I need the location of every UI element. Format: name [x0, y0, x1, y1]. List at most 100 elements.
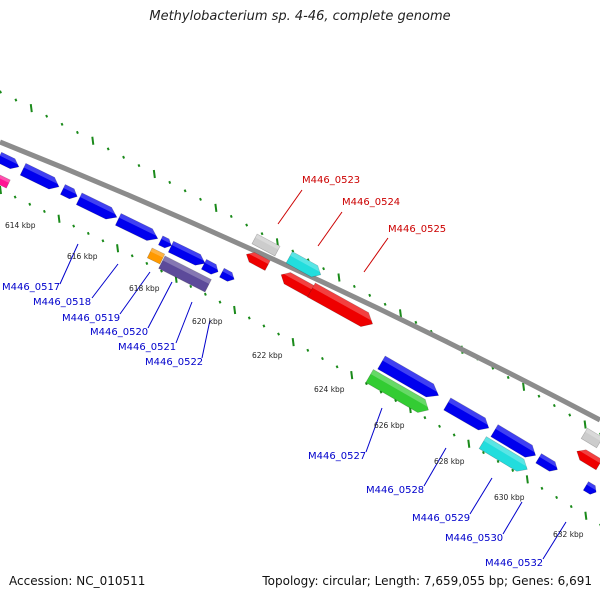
major-tick	[57, 214, 61, 223]
gene-leader-line	[175, 301, 193, 344]
gene-arrow-blue	[582, 481, 597, 495]
label-leader-lines	[59, 189, 567, 560]
minor-tick	[555, 495, 559, 500]
minor-tick	[379, 390, 383, 394]
gene-arrow-gray	[251, 233, 281, 257]
minor-tick	[137, 164, 141, 168]
minor-tick	[86, 231, 90, 235]
minor-tick	[438, 424, 441, 428]
gene-leader-line	[542, 521, 567, 560]
minor-tick	[72, 224, 76, 228]
minor-tick	[160, 269, 163, 273]
major-tick	[583, 420, 587, 429]
gene-leader-line	[363, 237, 389, 273]
gene-leader-line	[201, 319, 211, 359]
gene-arrow-shine	[539, 453, 559, 469]
gene-arrow-cyan	[478, 436, 528, 472]
gene-arrow-shine	[171, 241, 206, 262]
gene-label: M446_0519	[62, 313, 120, 324]
gene-arrow-shine	[255, 234, 281, 250]
major-tick	[233, 305, 237, 315]
gene-arrow-blue	[535, 453, 558, 472]
minor-tick	[306, 348, 310, 352]
gene-arrow-shine	[577, 449, 600, 464]
scale-label: 632 kbp	[553, 530, 584, 539]
minor-tick	[496, 459, 500, 464]
major-tick	[350, 371, 354, 380]
minor-tick	[569, 504, 573, 509]
gene-arrow-red	[246, 252, 271, 271]
gene-arrow-blue	[219, 267, 235, 282]
gene-label: M446_0523	[302, 175, 360, 186]
minor-tick	[42, 209, 46, 214]
minor-tick	[291, 249, 295, 253]
minor-tick	[45, 114, 49, 118]
scale-label: 614 kbp	[5, 221, 36, 230]
scale-label: 624 kbp	[314, 385, 345, 394]
minor-tick	[122, 155, 125, 159]
minor-tick	[423, 416, 427, 420]
minor-tick	[452, 433, 456, 437]
gene-arrow-blue	[200, 258, 219, 275]
minor-tick	[60, 122, 64, 126]
minor-tick	[130, 254, 134, 258]
minor-tick	[260, 232, 264, 236]
minor-tick	[145, 261, 149, 265]
gene-arrow-blue	[114, 213, 159, 241]
major-tick	[291, 338, 295, 347]
minor-tick	[106, 147, 110, 151]
gene-arrow-shine	[370, 369, 430, 409]
gene-label: M446_0532	[485, 558, 543, 569]
gene-arrow-shine	[79, 192, 118, 216]
gene-label: M446_0518	[33, 297, 91, 308]
major-tick	[152, 169, 156, 179]
minor-tick	[540, 486, 544, 490]
gene-leader-line	[277, 189, 303, 225]
gene-arrow-shine	[204, 259, 219, 271]
minor-tick	[511, 468, 515, 472]
minor-tick	[321, 356, 324, 361]
minor-tick	[552, 403, 556, 408]
scale-label: 626 kbp	[374, 421, 405, 430]
gene-leader-line	[469, 477, 493, 515]
minor-tick	[568, 413, 572, 417]
gene-arrow-blue	[377, 355, 440, 398]
gene-labels: M446_0517M446_0518M446_0519M446_0520M446…	[2, 175, 543, 569]
major-tick	[0, 185, 2, 195]
gene-arrow-shine	[150, 247, 165, 258]
gene-arrow-blue	[75, 192, 118, 220]
gene-arrow-shine	[290, 251, 322, 274]
map-title: Methylobacterium sp. 4-46, complete geno…	[149, 9, 451, 24]
minor-tick	[183, 189, 187, 193]
gene-label: M446_0529	[412, 513, 470, 524]
minor-tick	[76, 130, 79, 135]
gene-arrow-shine	[585, 428, 600, 442]
minor-tick	[218, 300, 222, 304]
gene-arrow-green	[365, 369, 429, 413]
major-tick	[584, 511, 588, 520]
gene-label: M446_0524	[342, 197, 400, 208]
minor-tick	[322, 267, 326, 271]
minor-tick	[0, 90, 2, 94]
gene-arrow-shine	[162, 255, 212, 284]
gene-arrow-shine	[586, 481, 597, 491]
gene-arrow-shine	[312, 283, 374, 322]
gene-arrow-shine	[282, 272, 315, 290]
gene-arrow-purple	[158, 255, 212, 293]
scale-label: 616 kbp	[67, 252, 98, 261]
gene-arrow-shine	[495, 424, 537, 454]
gene-arrow-shine	[0, 173, 11, 183]
minor-tick	[229, 214, 233, 219]
gene-arrow-blue	[0, 151, 20, 170]
gene-arrow-shine	[161, 235, 173, 245]
gene-label: M446_0528	[366, 485, 424, 496]
major-tick	[337, 273, 341, 282]
gene-arrow-blue	[19, 162, 60, 190]
major-tick	[522, 382, 526, 391]
major-tick	[399, 309, 402, 318]
gene-leader-line	[147, 281, 173, 329]
major-tick	[467, 439, 471, 448]
gene-label: M446_0527	[308, 451, 366, 462]
